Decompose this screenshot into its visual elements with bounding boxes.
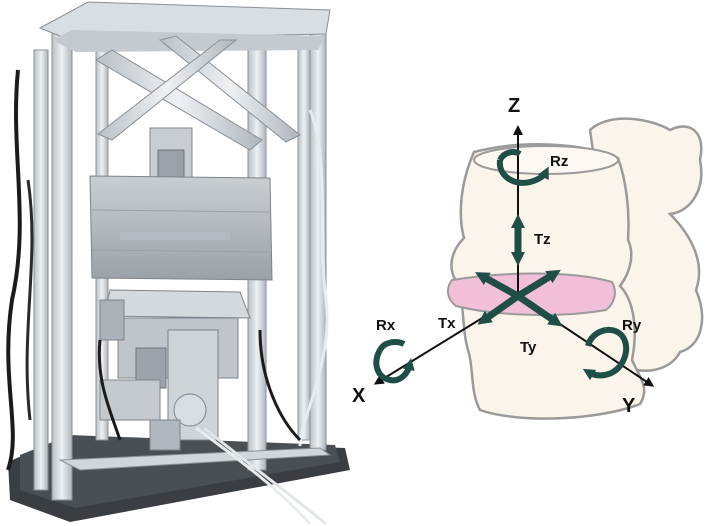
spine-test-machine-photo (6, 1, 350, 526)
tx-label: Tx (438, 315, 456, 332)
x-axis-label: X (352, 385, 366, 407)
rz-rotation-arrow (496, 159, 549, 186)
crosshead-plate (89, 175, 273, 281)
rx-rotation-arrow (373, 348, 415, 384)
spine-dof-diagram: Z X Y Rz Tz Tx Ty Rx Ry (352, 95, 704, 420)
frame-post-left (51, 29, 73, 501)
ty-label: Ty (520, 339, 537, 356)
y-axis-label: Y (622, 395, 636, 417)
tx-arrow (477, 293, 521, 325)
ry-rotation-arrow (582, 326, 630, 381)
ty-arrow (516, 293, 563, 327)
z-axis-label: Z (508, 95, 520, 117)
tz-label: Tz (534, 231, 551, 248)
ry-label: Ry (622, 317, 642, 334)
rz-label: Rz (550, 153, 568, 170)
rx-label: Rx (376, 317, 396, 334)
